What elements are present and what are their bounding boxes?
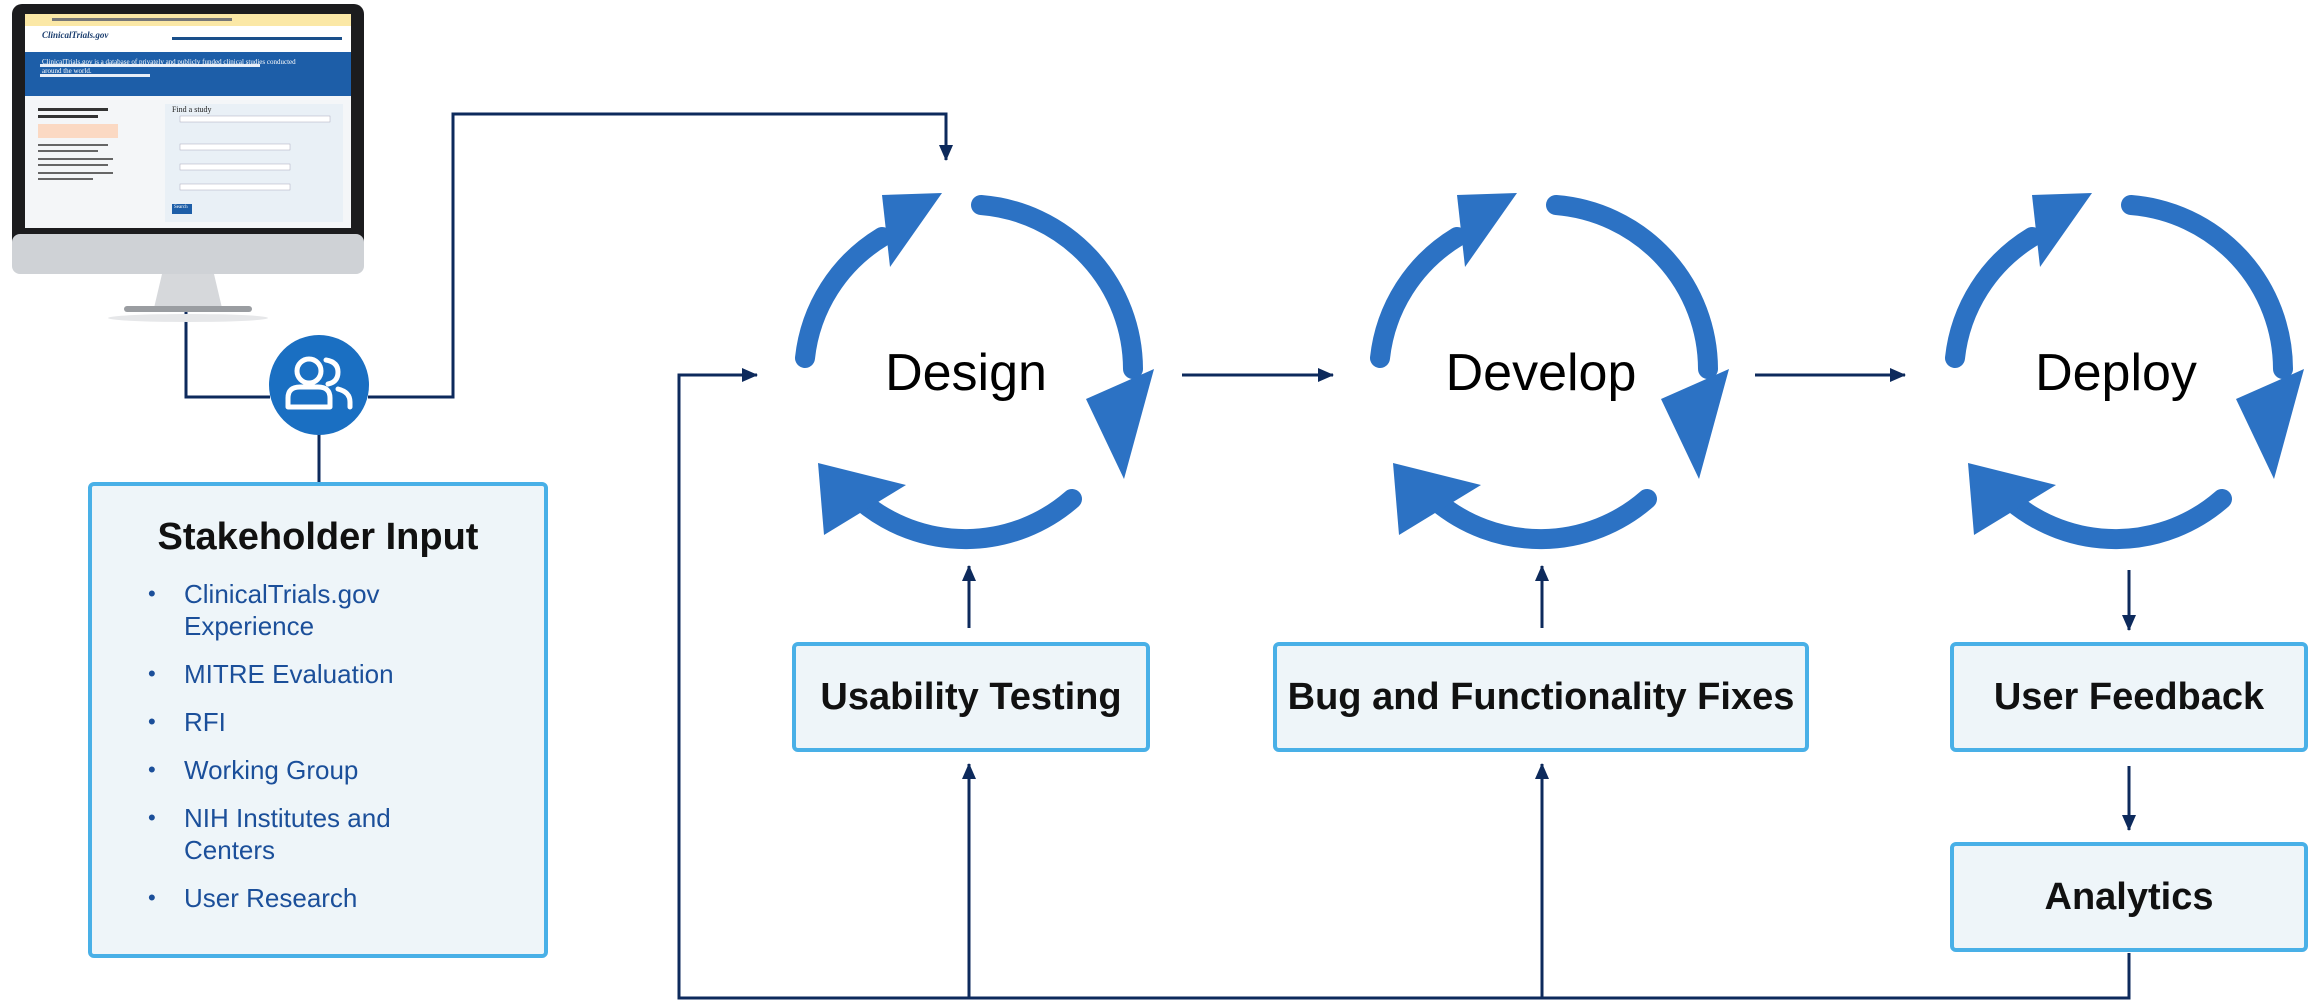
- bug-fixes-box: Bug and Functionality Fixes: [1273, 642, 1809, 752]
- monitor-icon: ClinicalTrials.gov ClinicalTrials.gov is…: [12, 4, 364, 324]
- bug-fixes-label: Bug and Functionality Fixes: [1287, 675, 1795, 718]
- people-icon: [269, 335, 369, 435]
- list-item: ClinicalTrials.gov Experience: [148, 578, 464, 642]
- list-item: Working Group: [148, 754, 464, 786]
- list-item: MITRE Evaluation: [148, 658, 464, 690]
- connectors: [184, 112, 2136, 1000]
- badge-to-design-connector: [368, 112, 953, 399]
- usability-testing-label: Usability Testing: [820, 675, 1122, 718]
- stakeholder-list: ClinicalTrials.gov Experience MITRE Eval…: [92, 578, 464, 930]
- analytics-label: Analytics: [2044, 875, 2214, 918]
- list-item: NIH Institutes and Centers: [148, 802, 464, 866]
- list-item: User Research: [148, 882, 464, 914]
- monitor-find-study: Find a study: [172, 105, 212, 114]
- design-label: Design: [885, 344, 1047, 402]
- deploy-cycle-icon: [1945, 193, 2304, 550]
- develop-label: Develop: [1445, 344, 1637, 402]
- analytics-feedback-loop: [677, 368, 2131, 1000]
- monitor-to-badge-connector: [184, 305, 270, 399]
- deploy-label: Deploy: [2035, 344, 2197, 402]
- analytics-box: Analytics: [1950, 842, 2308, 952]
- monitor-site-name: ClinicalTrials.gov: [42, 30, 109, 40]
- design-cycle-icon: [795, 193, 1154, 550]
- list-item: RFI: [148, 706, 464, 738]
- stakeholder-input-box: Stakeholder Input ClinicalTrials.gov Exp…: [88, 482, 548, 958]
- monitor-search-button: Search: [174, 205, 188, 210]
- monitor-hero-text: ClinicalTrials.gov is a database of priv…: [42, 58, 296, 75]
- develop-cycle-icon: [1370, 193, 1729, 550]
- stakeholder-title: Stakeholder Input: [157, 516, 479, 558]
- user-feedback-label: User Feedback: [1993, 675, 2265, 718]
- user-feedback-box: User Feedback: [1950, 642, 2308, 752]
- usability-testing-box: Usability Testing: [792, 642, 1150, 752]
